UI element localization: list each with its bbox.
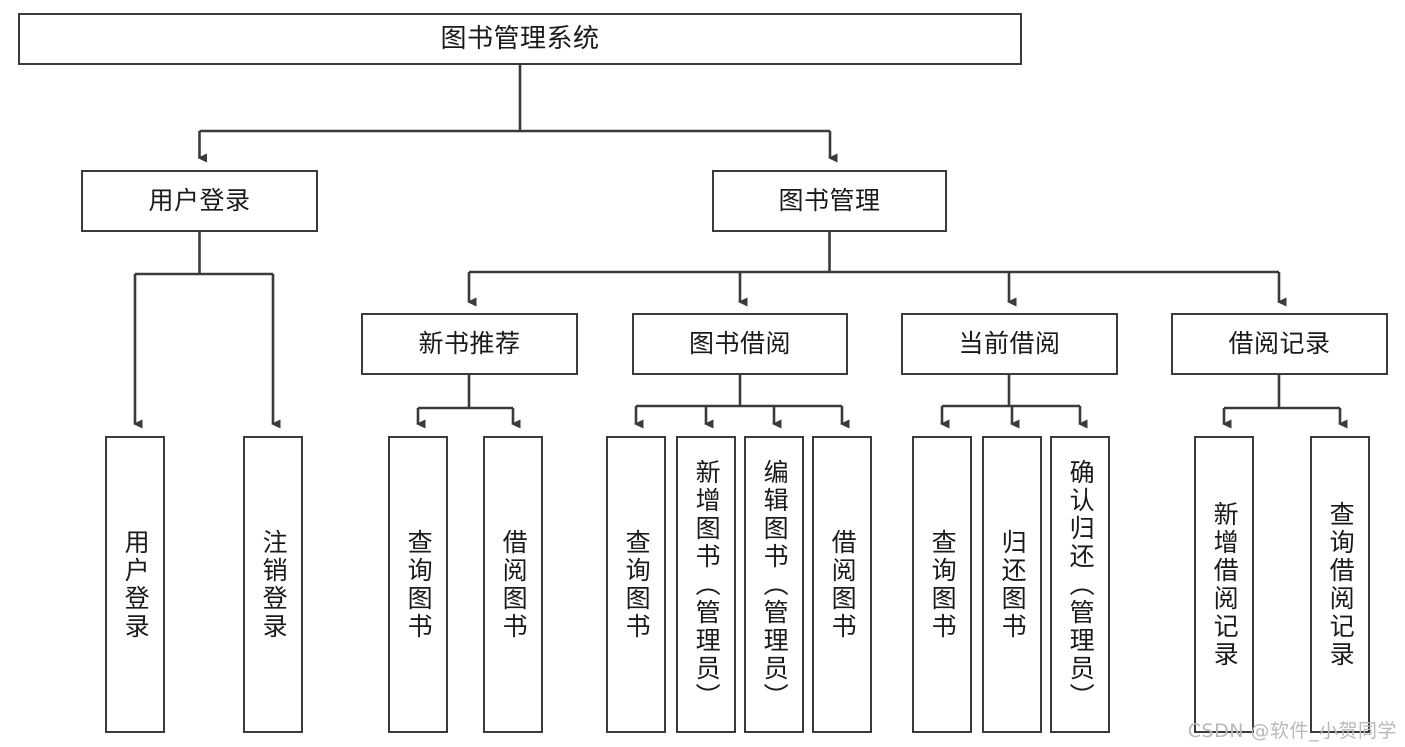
node-current-borrow-label: 当前借阅 [958,329,1061,359]
node-leaf-add-book[interactable]: 新增图书（管理员） [676,436,736,733]
node-leaf-edit-book[interactable]: 编辑图书（管理员） [744,436,804,733]
node-leaf-query-record[interactable]: 查询借阅记录 [1310,436,1370,733]
node-leaf-return-book-label: 归还图书 [998,528,1028,641]
node-leaf-confirm-return-label: 确认归还（管理员） [1066,458,1096,711]
node-leaf-borrow-book-1[interactable]: 借阅图书 [483,436,543,733]
node-book-manage[interactable]: 图书管理 [712,170,947,232]
node-leaf-borrow-book-2[interactable]: 借阅图书 [812,436,872,733]
node-leaf-query-book-1-label: 查询图书 [404,528,434,641]
node-leaf-query-book-1[interactable]: 查询图书 [388,436,448,733]
node-book-manage-label: 图书管理 [778,186,881,216]
node-leaf-add-book-label: 新增图书（管理员） [692,458,722,711]
watermark: CSDN @软件_小贺同学 [1187,720,1397,742]
node-leaf-add-record-label: 新增借阅记录 [1210,500,1240,669]
node-leaf-user-login[interactable]: 用户登录 [105,436,165,733]
node-leaf-logout[interactable]: 注销登录 [243,436,303,733]
node-leaf-confirm-return[interactable]: 确认归还（管理员） [1050,436,1110,733]
node-leaf-query-book-3-label: 查询图书 [928,528,958,641]
node-borrow-record-label: 借阅记录 [1228,329,1331,359]
node-leaf-query-book-2-label: 查询图书 [622,528,652,641]
node-borrow-record[interactable]: 借阅记录 [1171,313,1388,375]
node-leaf-user-login-label: 用户登录 [121,528,151,641]
node-leaf-borrow-book-2-label: 借阅图书 [828,528,858,641]
node-root-label: 图书管理系统 [440,23,600,54]
node-leaf-add-record[interactable]: 新增借阅记录 [1194,436,1254,733]
node-user-login-label: 用户登录 [148,186,251,216]
node-current-borrow[interactable]: 当前借阅 [901,313,1118,375]
node-leaf-query-book-3[interactable]: 查询图书 [912,436,972,733]
node-leaf-borrow-book-1-label: 借阅图书 [499,528,529,641]
node-leaf-return-book[interactable]: 归还图书 [982,436,1042,733]
node-new-book-recommend-label: 新书推荐 [418,329,521,359]
node-new-book-recommend[interactable]: 新书推荐 [361,313,578,375]
node-leaf-query-record-label: 查询借阅记录 [1326,500,1356,669]
node-user-login[interactable]: 用户登录 [81,170,318,232]
node-leaf-edit-book-label: 编辑图书（管理员） [760,458,790,711]
node-leaf-query-book-2[interactable]: 查询图书 [606,436,666,733]
node-root[interactable]: 图书管理系统 [18,13,1022,65]
node-book-borrow[interactable]: 图书借阅 [632,313,848,375]
node-book-borrow-label: 图书借阅 [688,329,791,359]
node-leaf-logout-label: 注销登录 [259,528,289,641]
